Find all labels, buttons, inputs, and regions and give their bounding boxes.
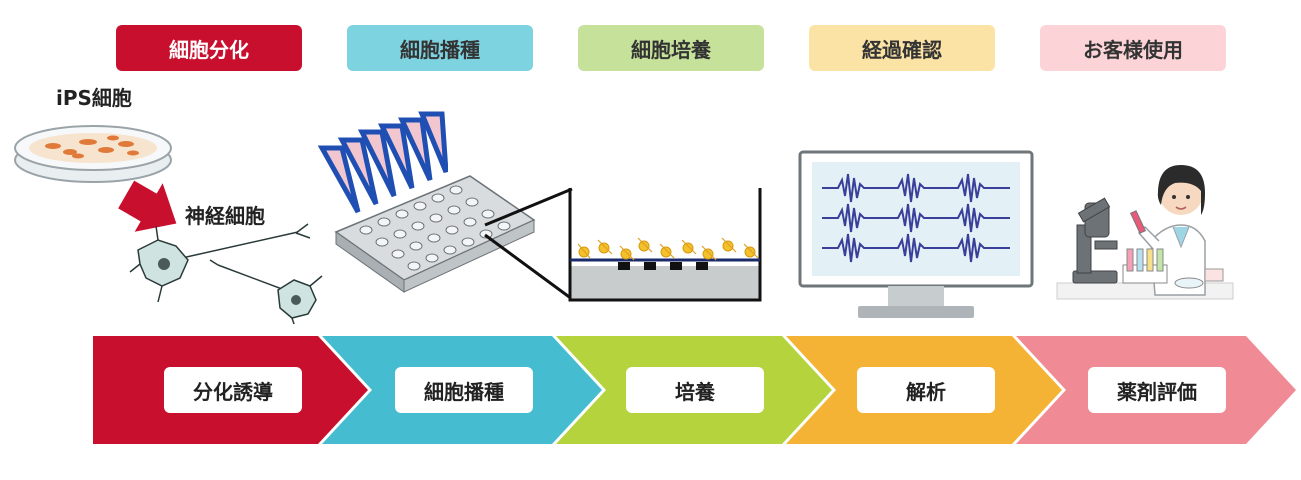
petri-dish-icon: [14, 125, 172, 183]
tag-customer-use: お客様使用: [1040, 25, 1226, 71]
zoom-lines: [484, 187, 573, 301]
neuron-label: 神経細胞: [185, 204, 265, 228]
stage-label-drug-evaluation: 薬剤評価: [1088, 367, 1226, 413]
monitor-icon: [798, 150, 1034, 318]
tag-progress-check: 経過確認: [809, 25, 995, 71]
tag-differentiation: 細胞分化: [116, 25, 302, 71]
multichannel-pipette-icon: [318, 111, 448, 214]
tag-culture: 細胞培養: [578, 25, 764, 71]
stage-label-seeding: 細胞播種: [395, 367, 533, 413]
neuron-icon: [129, 223, 323, 325]
stage-label-culture: 培養: [626, 367, 764, 413]
red-arrow-icon: [118, 180, 177, 232]
tag-seeding: 細胞播種: [347, 25, 533, 71]
culture-well-icon: [568, 188, 762, 302]
ips-cell-label: iPS細胞: [56, 86, 132, 110]
well-plate-icon: [334, 175, 536, 293]
scientist-icon: [1056, 165, 1234, 300]
stage-label-analysis: 解析: [857, 367, 995, 413]
stage-label-differentiation: 分化誘導: [164, 367, 302, 413]
